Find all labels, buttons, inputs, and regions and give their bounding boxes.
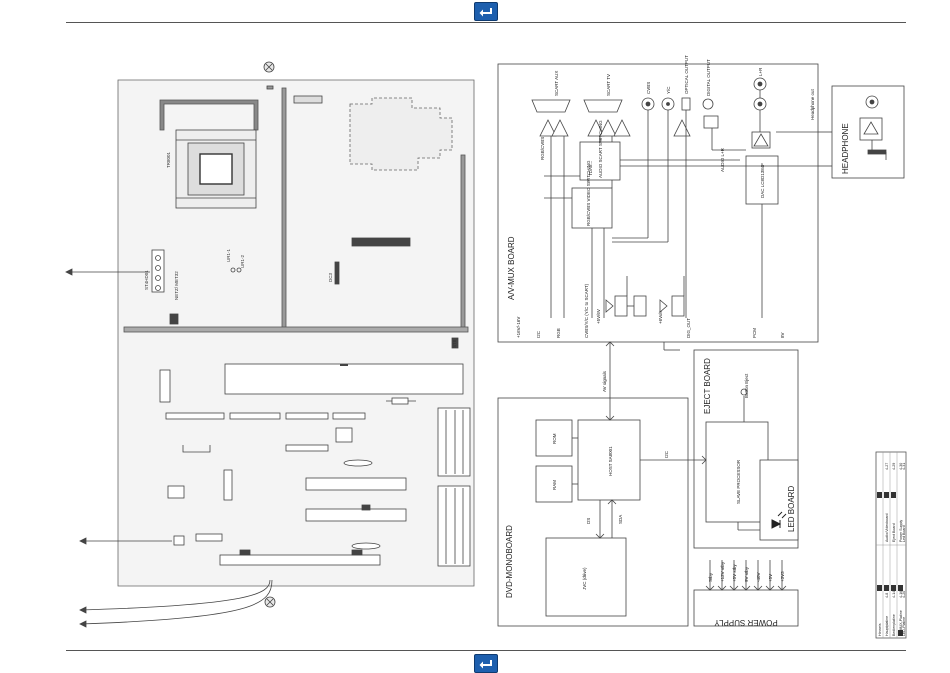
sig-i2c: I2C — [536, 330, 541, 338]
button-eject-label: Button Eject — [744, 373, 749, 398]
led-icon — [771, 511, 787, 529]
legend-row-3-b: 4-20 — [902, 591, 906, 598]
power-rail-5: +5V — [768, 574, 773, 582]
return-arrow-icon — [479, 7, 492, 16]
legend-row-2-a: AV-MUX-Platine — [899, 610, 903, 636]
legend-row-1-e: 4-29 — [892, 463, 896, 470]
sig-dig-out: DIG_OUT — [686, 318, 691, 338]
power-rail-1: +12V stby — [720, 561, 725, 582]
legend-row-1-b: 4-14 — [892, 591, 896, 598]
dac-label: DAC LC8D1384F — [760, 163, 765, 198]
pcb-label-st: ST4HD01 — [144, 270, 149, 290]
av-signals-label: AV signals — [602, 370, 607, 392]
legend-row-3-a: LED-Platine — [902, 617, 906, 636]
header-rule — [66, 22, 906, 23]
switching-label: RGB/CVBS VIDEO SWITCHING — [586, 160, 591, 226]
transformer-tr8001 — [175, 129, 257, 209]
led-board-title: LED BOARD — [787, 486, 796, 532]
power-rail-3: 9V stby — [744, 566, 749, 582]
headphone-out-label: Headphone out — [810, 88, 815, 120]
eject-board-title: EJECT BOARD — [703, 358, 712, 414]
pcb-label-netz: NETZ/ MET32 — [174, 271, 179, 300]
legend-row-0-b: 4-8 — [885, 593, 889, 598]
legend-row-0-d: Audio/Videoboard — [885, 513, 889, 542]
legend-row-3-e: 4-31 — [902, 463, 906, 470]
optical-output-label: OPTICAL OUTPUT — [684, 55, 689, 94]
power-rail-4: -40V — [756, 572, 761, 582]
pcb-label-ur2: UR1-2 — [240, 254, 245, 268]
pcb-label-dc: DC3 — [328, 273, 333, 282]
scart-tv-label: SCART TV — [606, 74, 611, 96]
rom-label: ROM — [552, 433, 557, 444]
sig-6v: +6Volt — [658, 311, 663, 324]
power-rail-6: +3V3 — [780, 571, 785, 582]
page-footer — [0, 646, 950, 673]
i2c-label: I2C — [664, 450, 669, 458]
power-rail-2: +5V stby — [732, 564, 737, 582]
jvc-label: JVC (drive) — [582, 567, 587, 590]
legend-row-0-a: Hauptplatine — [885, 616, 889, 636]
audio-switching-label: AUDIO SCART SWITCHING — [598, 120, 603, 178]
legend-row-2-e: 4-30 — [899, 463, 903, 470]
pcb-label-tr: TR8001 — [166, 151, 171, 168]
legend-row-1-d: Eject Board — [892, 523, 896, 542]
footer-rule — [66, 650, 906, 651]
cvbs-label: CVBS — [646, 82, 651, 94]
screw-top-icon — [263, 61, 275, 73]
host-label: HOST SA8001 — [608, 446, 613, 476]
pcb-layout — [65, 61, 475, 628]
legend-row-2-d: Power Supply — [899, 520, 903, 542]
sig-rgb: RGB — [556, 328, 561, 338]
sig-pcm: PCM — [752, 328, 757, 338]
headphone-title: HEADPHONE — [841, 123, 850, 174]
page-header — [0, 0, 950, 26]
back-button[interactable] — [474, 2, 498, 21]
digital-output-label: DIGITAL OUTPUT — [706, 59, 711, 96]
sig-8v: 8V — [780, 332, 785, 338]
headphone-board — [818, 85, 905, 179]
sig-5v: +5V/6V — [596, 309, 601, 324]
power-supply-title: POWER SUPPLY — [714, 618, 778, 627]
legend-row-0-e: 4-27 — [885, 463, 889, 470]
legend-table: Hinweis Hauptplatine 4-8 Audio/Videoboar… — [875, 451, 907, 639]
pcb-label-ur1: UR1-1 — [226, 248, 231, 262]
scart-aux-label: SCART AUX — [554, 71, 559, 96]
yc-label: Y/C — [666, 86, 671, 94]
sub-label: SDA — [618, 515, 623, 524]
legend-title: Hinweis — [878, 623, 882, 636]
bus-label: DS — [586, 518, 591, 524]
ram-label: RAM — [552, 480, 557, 490]
return-arrow-icon — [479, 659, 492, 668]
legend-row-2-b: 4-16 — [899, 591, 903, 598]
legend-row-3-d: Led Board — [902, 525, 906, 542]
dvd-monoboard — [497, 397, 689, 627]
dvd-board-title: DVD-MONOBOARD — [505, 525, 514, 598]
av-mux-board — [497, 63, 819, 343]
power-rail-0: Stby — [708, 572, 713, 582]
back-button-bottom[interactable] — [474, 654, 498, 673]
led-board-outline — [759, 459, 799, 541]
av-board-title: A/V-MUX BOARD — [507, 236, 516, 300]
audio-lr-label: AUDIO L+R — [720, 147, 725, 172]
rgb-cvbs-label: RGB/CVBS — [540, 137, 545, 160]
sig-16v: +16V/-16V — [516, 317, 521, 338]
sig-cvbs-yc: CVBS/Y/C (Y/C to SCART) — [584, 283, 589, 338]
slave-processor-label: SLAVE PROCESSOR — [736, 459, 741, 504]
lr-label: L+R — [758, 67, 763, 76]
pcb-label-st8: ST8 — [452, 339, 457, 348]
power-supply-box — [693, 560, 799, 627]
legend-row-1-a: Bedienplatine — [892, 614, 896, 636]
tda-label: TDA8... — [588, 161, 593, 176]
